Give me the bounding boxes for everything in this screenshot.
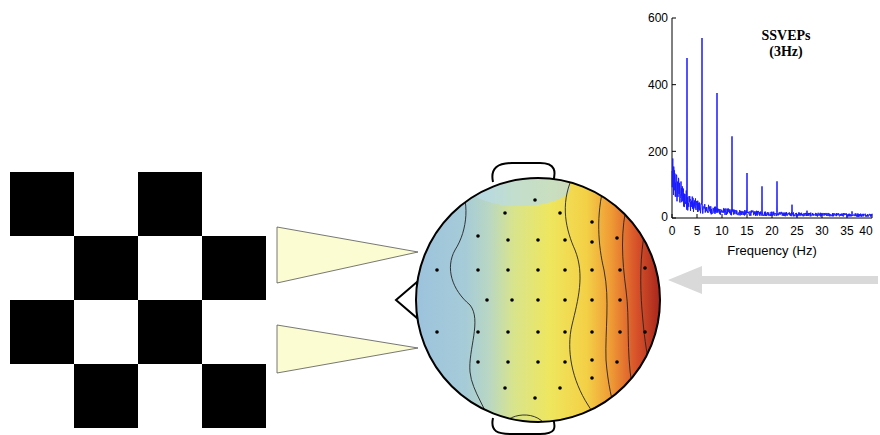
axis-tick-label: 10 [715,224,728,238]
axis-ticks [672,18,872,218]
topography-fill [410,170,670,430]
black-square [138,172,202,236]
electrode [536,298,540,302]
electrode [536,268,540,272]
axis-tick-label: 0 [661,210,668,224]
black-square [138,300,202,364]
checkerboard [10,172,266,428]
topography-patch [470,170,570,206]
electrode [506,238,510,242]
electrode [476,234,480,238]
x-tick [697,214,698,218]
electrode [435,330,439,334]
electrode [563,268,567,272]
electrode [506,330,510,334]
electrode [590,376,594,380]
electrode [506,360,510,364]
electrode [590,240,594,244]
electrode [563,238,567,242]
electrode [563,298,567,302]
light-beam [277,325,418,373]
black-square [202,364,266,428]
axis-tick-label: 400 [648,78,668,92]
electrode [476,268,480,272]
electrode [618,330,622,334]
axis-tick-label: 30 [815,224,828,238]
electrode [485,298,489,302]
axis-tick-label: 5 [694,224,701,238]
chart-axes [672,18,872,218]
signal-arrow [668,266,878,294]
electrode [563,360,567,364]
electrode [503,211,507,215]
axis-tick-label: 200 [648,145,668,159]
electrode [643,330,647,334]
electrode [503,386,507,390]
electrode [590,298,594,302]
electrode [533,396,537,400]
axis-tick-label: 600 [648,11,668,25]
electrode [615,360,619,364]
contour-lines [450,178,650,430]
electrode [590,220,594,224]
y-tick [672,218,676,219]
y-axis [672,18,673,218]
axis-tick-label: 20 [765,224,778,238]
electrode [435,268,439,272]
electrode [506,268,510,272]
electrode [476,360,480,364]
x-tick [747,214,748,218]
light-beam [277,227,418,283]
electrode [618,268,622,272]
electrode [590,268,594,272]
black-square [74,236,138,300]
chart-title: SSVEPs (3Hz) [755,28,817,60]
electrode [510,298,514,302]
electrode [615,236,619,240]
axis-tick-label: 15 [740,224,753,238]
electrode [536,238,540,242]
electrode [618,298,622,302]
axis-tick-label: 40 [859,224,872,238]
electrode [563,330,567,334]
x-tick [672,214,673,218]
y-tick [672,18,676,19]
axis-tick-label: 25 [790,224,803,238]
electrode [558,386,562,390]
electrode [476,330,480,334]
black-square [202,236,266,300]
electrode [590,358,594,362]
y-tick [672,84,676,85]
electrode [590,330,594,334]
electrode [536,360,540,364]
topography-map [410,170,670,430]
axis-title: Frequency (Hz) [727,244,817,258]
electrode [558,211,562,215]
y-tick [672,151,676,152]
axis-tick-label: 35 [840,224,853,238]
spectrum-line [672,38,872,217]
electrode [536,330,540,334]
black-square [10,172,74,236]
axis-tick-label: 0 [669,224,676,238]
x-tick [722,214,723,218]
black-square [10,300,74,364]
black-square [74,364,138,428]
electrode [643,266,647,270]
nose [396,282,417,318]
head-outline [416,178,660,422]
electrode [533,198,537,202]
checkerboard-ground [10,172,266,428]
electrode-dots [435,198,647,400]
